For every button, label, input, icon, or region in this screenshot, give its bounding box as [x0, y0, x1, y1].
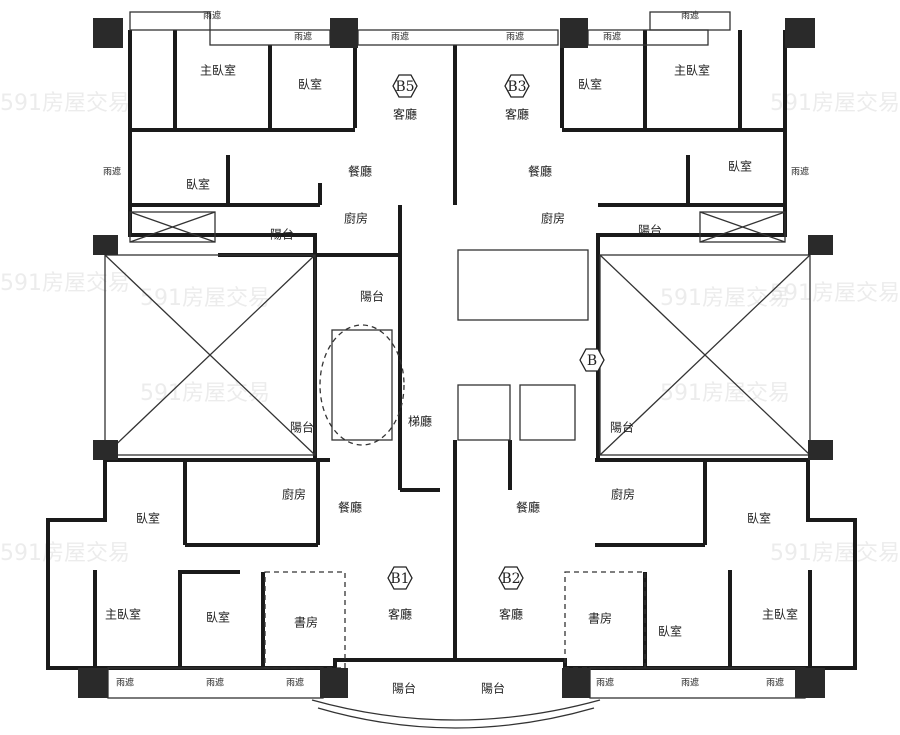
balcony-label: 陽台: [610, 420, 634, 435]
bedroom-label: 臥室: [747, 511, 771, 526]
unit-b: B: [587, 353, 597, 369]
dining-room-label: 餐廳: [516, 500, 540, 515]
bedroom-label: 臥室: [136, 511, 160, 526]
master-bedroom-label: 主臥室: [762, 607, 798, 622]
dining-room-label: 餐廳: [528, 164, 552, 179]
canopy-label: 雨遮: [506, 31, 524, 43]
light-well-left: [104, 254, 316, 456]
kitchen-label: 廚房: [611, 487, 635, 502]
study-label: 書房: [588, 611, 612, 626]
living-room-label: 客廳: [505, 107, 529, 122]
watermark: 591房屋交易: [0, 541, 130, 566]
watermark: 591房屋交易: [140, 286, 270, 311]
walls: [46, 11, 857, 729]
canopy-label: 雨遮: [603, 31, 621, 43]
light-wells: [104, 211, 811, 456]
pillars: [78, 18, 833, 698]
kitchen-label: 廚房: [344, 211, 368, 226]
kitchen-label: 廚房: [282, 487, 306, 502]
canopy-label: 雨遮: [116, 677, 134, 689]
watermark: 591房屋交易: [0, 271, 130, 296]
bedroom-label: 臥室: [658, 624, 682, 639]
watermark: 591房屋交易: [0, 91, 130, 116]
master-bedroom-label: 主臥室: [105, 607, 141, 622]
canopy-label: 雨遮: [391, 31, 409, 43]
canopy-label: 雨遮: [766, 677, 784, 689]
living-room-label: 客廳: [499, 607, 523, 622]
canopy-label: 雨遮: [206, 677, 224, 689]
balcony-label: 陽台: [392, 681, 416, 696]
bedroom-label: 臥室: [578, 77, 602, 92]
canopy-label: 雨遮: [203, 10, 221, 22]
watermark: 591房屋交易: [770, 281, 900, 306]
stairwell-left: [331, 329, 393, 441]
balcony-label: 陽台: [290, 420, 314, 435]
balcony-label: 陽台: [270, 227, 294, 242]
canopy-label: 雨遮: [286, 677, 304, 689]
unit-b5: B5: [395, 79, 414, 95]
bedroom-label: 臥室: [186, 177, 210, 192]
room-labels: 雨遮 雨遮 雨遮 雨遮 雨遮 雨遮 雨遮 雨遮 雨遮 雨遮 雨遮 雨遮 雨遮 雨…: [103, 10, 809, 696]
balcony-label: 陽台: [360, 289, 384, 304]
core: [319, 249, 589, 446]
watermarks: 591房屋交易 591房屋交易 591房屋交易 591房屋交易 591房屋交易 …: [0, 91, 900, 566]
stairwell-top: [457, 249, 589, 321]
living-room-label: 客廳: [393, 107, 417, 122]
watermark: 591房屋交易: [770, 91, 900, 116]
study-label: 書房: [294, 615, 318, 630]
watermark: 591房屋交易: [660, 286, 790, 311]
balcony-label: 陽台: [638, 223, 662, 238]
master-bedroom-label: 主臥室: [200, 63, 236, 78]
living-room-label: 客廳: [388, 607, 412, 622]
watermark: 591房屋交易: [660, 381, 790, 406]
kitchen-label: 廚房: [541, 211, 565, 226]
canopy-label: 雨遮: [294, 31, 312, 43]
canopy-label: 雨遮: [103, 166, 121, 178]
elevator-1: [457, 384, 511, 441]
dining-room-label: 餐廳: [348, 164, 372, 179]
canopy-label: 雨遮: [791, 166, 809, 178]
canopy-label: 雨遮: [596, 677, 614, 689]
dining-room-label: 餐廳: [338, 500, 362, 515]
master-bedroom-label: 主臥室: [674, 63, 710, 78]
balcony-label: 陽台: [481, 681, 505, 696]
unit-markers: B5 B3 B1 B2 B: [387, 74, 605, 590]
bedroom-label: 臥室: [298, 77, 322, 92]
unit-b3: B3: [507, 79, 526, 95]
elevator-2: [519, 384, 576, 441]
bedroom-label: 臥室: [728, 159, 752, 174]
watermark: 591房屋交易: [770, 541, 900, 566]
canopy-label: 雨遮: [681, 677, 699, 689]
unit-b1: B1: [390, 571, 409, 587]
elevator-lobby-label: 梯廳: [408, 414, 432, 429]
unit-b2: B2: [501, 571, 520, 587]
canopy-label: 雨遮: [681, 10, 699, 22]
bedroom-label: 臥室: [206, 610, 230, 625]
